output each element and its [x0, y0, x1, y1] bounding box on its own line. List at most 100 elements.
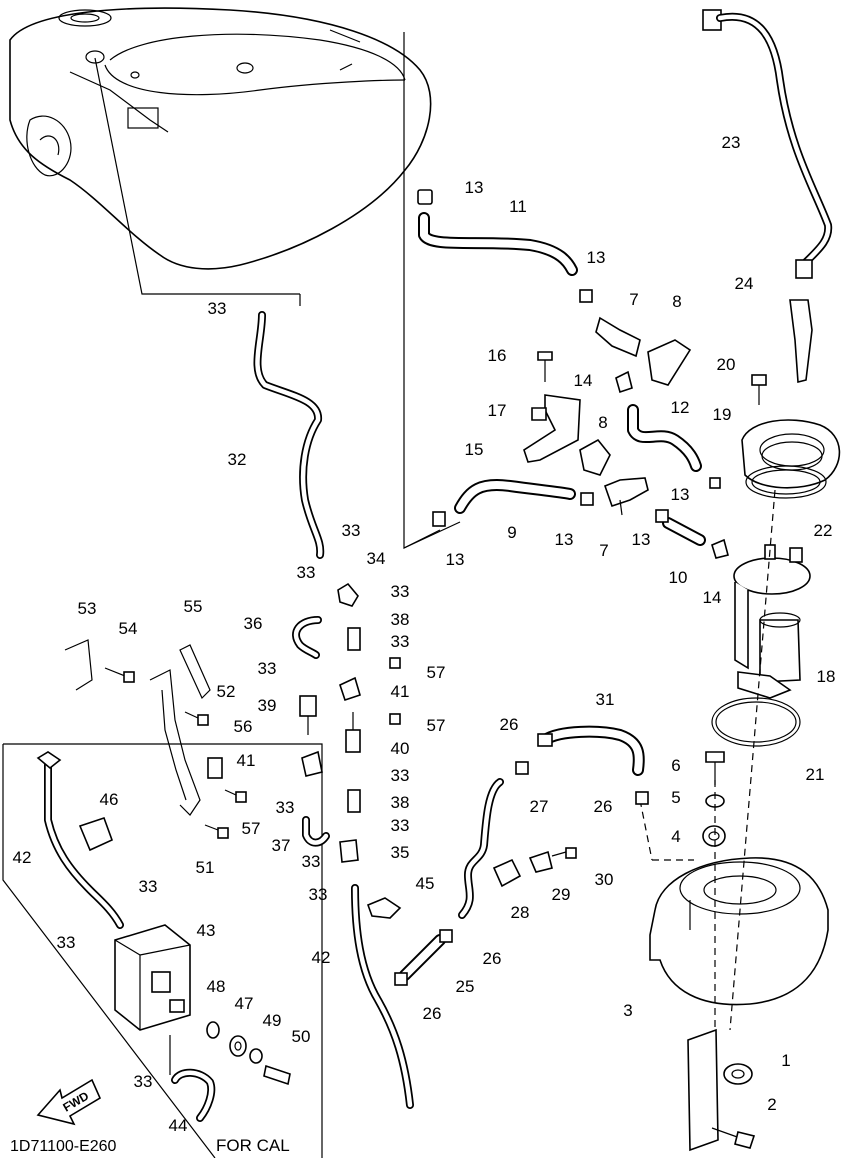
callout-c33e: 33 — [391, 632, 410, 651]
callout-c13e: 13 — [555, 530, 574, 549]
clip-14 — [615, 370, 729, 559]
hose-10 — [662, 517, 706, 546]
grommet-4 — [702, 825, 726, 847]
joint-34 — [337, 582, 359, 607]
bracket-assembly — [149, 669, 223, 816]
hose-36 — [292, 616, 322, 659]
callout-c7b: 7 — [599, 541, 608, 560]
clips-26 — [394, 761, 649, 986]
callout-c13a: 13 — [465, 178, 484, 197]
wire-harness-23 — [702, 9, 833, 279]
callout-c14a: 14 — [574, 371, 593, 390]
bracket-8 — [579, 339, 692, 476]
joint-35 — [339, 839, 359, 863]
hose-25 — [399, 934, 446, 981]
callout-c13b: 13 — [587, 248, 606, 267]
callout-c14b: 14 — [703, 588, 722, 607]
clip-28 — [492, 858, 522, 888]
callout-c10: 10 — [669, 568, 688, 587]
bracket-55 — [179, 644, 211, 700]
diagram-code: 1D71100-E260 — [10, 1138, 117, 1155]
callout-c23: 23 — [722, 133, 741, 152]
callout-c33g: 33 — [391, 766, 410, 785]
callout-c35: 35 — [391, 843, 410, 862]
callout-c57c: 57 — [242, 819, 261, 838]
fuel-pump-18 — [733, 544, 811, 699]
callout-c13c: 13 — [671, 485, 690, 504]
hose-32 — [253, 311, 325, 559]
callout-c33i: 33 — [391, 816, 410, 835]
callout-c26a: 26 — [500, 715, 519, 734]
callout-c37: 37 — [272, 836, 291, 855]
callout-c15: 15 — [465, 440, 484, 459]
callout-c52: 52 — [217, 682, 236, 701]
callout-c38b: 38 — [391, 793, 410, 812]
callout-c56: 56 — [234, 717, 253, 736]
callout-c42b: 42 — [13, 848, 32, 867]
callout-c5: 5 — [671, 788, 680, 807]
callout-c11: 11 — [509, 197, 527, 216]
bolt-6 — [705, 751, 725, 785]
callout-c41b: 41 — [237, 751, 256, 770]
callout-c33b: 33 — [342, 521, 361, 540]
callout-c8b: 8 — [598, 413, 607, 432]
bolt-51 — [204, 824, 229, 839]
callout-c57a: 57 — [427, 663, 446, 682]
callout-c16: 16 — [488, 346, 507, 365]
callout-c46: 46 — [100, 790, 119, 809]
callout-c50: 50 — [292, 1027, 311, 1046]
callout-c19: 19 — [713, 405, 732, 424]
bolts-57ab — [389, 657, 401, 725]
callout-c28: 28 — [511, 903, 530, 922]
bracket-24 — [789, 299, 813, 384]
bolt-30 — [551, 847, 577, 859]
seal-21 — [711, 697, 801, 747]
callout-c7a: 7 — [629, 290, 638, 309]
callout-c40: 40 — [391, 739, 410, 758]
callout-c18: 18 — [817, 667, 836, 686]
hose-37 — [302, 816, 330, 847]
callout-c26d: 26 — [423, 1004, 442, 1023]
callout-c30: 30 — [595, 870, 614, 889]
callout-c33l: 33 — [139, 877, 158, 896]
callout-c45: 45 — [416, 874, 435, 893]
callout-c26c: 26 — [483, 949, 502, 968]
bolt-20 — [751, 374, 767, 405]
bolt-57c — [224, 789, 247, 803]
hose-12 — [627, 404, 702, 472]
callout-c49: 49 — [263, 1011, 282, 1030]
callout-c48: 48 — [207, 977, 226, 996]
bolt-52 — [184, 711, 209, 726]
callout-c47: 47 — [235, 994, 254, 1013]
callout-c12: 12 — [671, 398, 690, 417]
fwd-arrow-icon: FWD — [36, 1078, 102, 1126]
bracket-15 — [523, 351, 581, 463]
hose-27 — [458, 778, 504, 919]
assembly-dashes — [639, 489, 776, 1031]
callout-c17: 17 — [488, 401, 507, 420]
callout-c36: 36 — [244, 614, 263, 633]
callout-c8a: 8 — [672, 292, 681, 311]
callout-c55: 55 — [184, 597, 203, 616]
hose-42-center — [351, 884, 414, 1109]
callout-c4: 4 — [671, 827, 680, 846]
callout-c33k: 33 — [309, 885, 328, 904]
callout-c51: 51 — [196, 858, 215, 877]
canister-43 — [114, 924, 191, 1031]
hose-9 — [454, 479, 576, 514]
bolt-2 — [711, 1127, 756, 1149]
callout-c33j: 33 — [302, 852, 321, 871]
callout-c33m: 33 — [57, 933, 76, 952]
callout-c27: 27 — [530, 797, 549, 816]
bracket-29 — [528, 850, 553, 873]
callout-c44: 44 — [169, 1116, 188, 1135]
fuel-tank — [9, 7, 432, 270]
bolt-54 — [104, 667, 135, 683]
bracket-46 — [78, 816, 114, 852]
callout-c24: 24 — [735, 274, 754, 293]
callout-c21: 21 — [806, 765, 825, 784]
clamp-41 — [301, 676, 361, 777]
callout-c25: 25 — [456, 977, 475, 996]
